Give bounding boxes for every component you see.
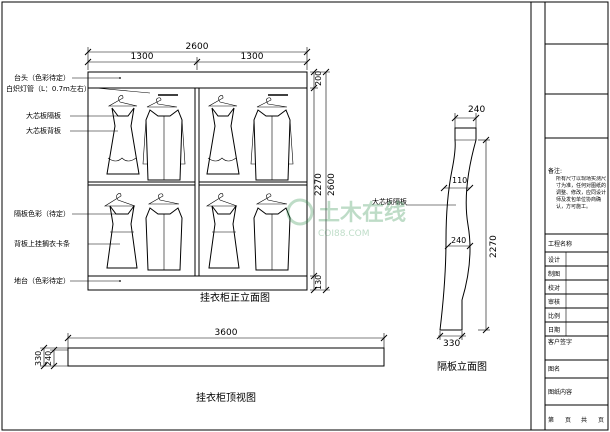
caption-partition-elevation: 隔板立面图 — [437, 360, 487, 373]
footer-page-1: 页 — [565, 417, 571, 424]
row-drawing-name: 图名 — [548, 365, 560, 373]
row-client-signature: 客户签字 — [548, 338, 572, 346]
clothes-bottom-right — [205, 193, 291, 271]
dim-top-height: 200 — [314, 71, 323, 86]
clothes-top-right — [206, 95, 294, 181]
dim-total-width: 2600 — [186, 42, 209, 52]
dim-partition-height: 2270 — [489, 235, 499, 258]
title-block: 备注: 所有尺寸以现场实测尺寸为准，任何对图纸的调整、修改，应同设计师及发包单位… — [530, 2, 608, 430]
dim-inner-height: 2270 — [314, 173, 324, 196]
label-lamp: 白炽灯管（L：0.7m左右） — [6, 84, 91, 93]
dim-top-view-depth-outer: 330 — [34, 351, 43, 366]
partition-elevation: 240 110 240 330 2270 大芯板隔板 隔板立面图 — [372, 105, 499, 373]
top-view-outline — [67, 347, 385, 367]
row-review: 审核 — [548, 298, 560, 306]
watermark-logo-icon — [286, 198, 314, 226]
dim-partition-top: 240 — [468, 105, 485, 115]
label-partition: 大芯板隔板 — [26, 111, 61, 120]
footer-di: 第 — [548, 416, 554, 424]
watermark-text: 土木在线 — [318, 200, 406, 226]
label-partition-board: 大芯板隔板 — [372, 197, 407, 206]
row-drawing-content: 图纸内容 — [548, 388, 572, 396]
notes-body-wrap: 所有尺寸以现场实测尺寸为准，任何对图纸的调整、修改，应同设计师及发包单位协商确认… — [556, 176, 606, 210]
notes-body: 所有尺寸以现场实测尺寸为准，任何对图纸的调整、修改，应同设计师及发包单位协商确认… — [556, 176, 606, 210]
row-scale: 比例 — [548, 312, 560, 320]
clothes-bottom-left — [103, 193, 183, 271]
row-date: 日期 — [548, 326, 560, 334]
label-plinth: 地台（色彩待定） — [14, 276, 70, 285]
dim-base-height: 130 — [314, 275, 323, 290]
notes-heading: 备注: — [548, 167, 562, 175]
dim-right-width: 1300 — [241, 52, 264, 62]
dim-left-width: 1300 — [131, 52, 154, 62]
label-back-board: 大芯板背板 — [26, 126, 61, 135]
partition-profile — [439, 127, 477, 331]
footer-gong: 共 — [581, 416, 587, 424]
label-hanger-strip: 背板上挂搁衣卡条 — [14, 239, 70, 248]
caption-front-elevation: 挂衣柜正立面图 — [200, 291, 270, 304]
row-drafting: 制图 — [548, 270, 560, 278]
dim-partition-base: 330 — [443, 339, 460, 349]
row-project-name: 工程名称 — [548, 240, 572, 248]
top-view: 3600 330 240 挂衣柜顶视图 — [34, 328, 388, 404]
dim-overall-height: 2600 — [327, 173, 337, 196]
label-partition-color: 隔板色彩（待定） — [14, 209, 70, 218]
row-check: 校对 — [548, 284, 560, 292]
dim-top-view-depth-inner: 240 — [44, 351, 53, 366]
dim-partition-lower: 240 — [451, 236, 466, 245]
clothes-top-left — [106, 95, 186, 181]
caption-top-view: 挂衣柜顶视图 — [196, 391, 256, 404]
front-elevation: 2600 1300 1300 200 2270 2600 130 — [6, 42, 337, 304]
watermark-url: COI88.COM — [318, 229, 369, 239]
dim-top-view-width: 3600 — [215, 328, 238, 338]
dim-partition-mid: 110 — [452, 176, 467, 185]
row-design: 设计 — [548, 256, 560, 264]
label-top-board: 台头（色彩待定） — [14, 73, 70, 82]
watermark: 土木在线 COI88.COM — [286, 198, 406, 239]
cabinet-frame — [87, 71, 308, 291]
footer-page-2: 页 — [598, 417, 604, 424]
